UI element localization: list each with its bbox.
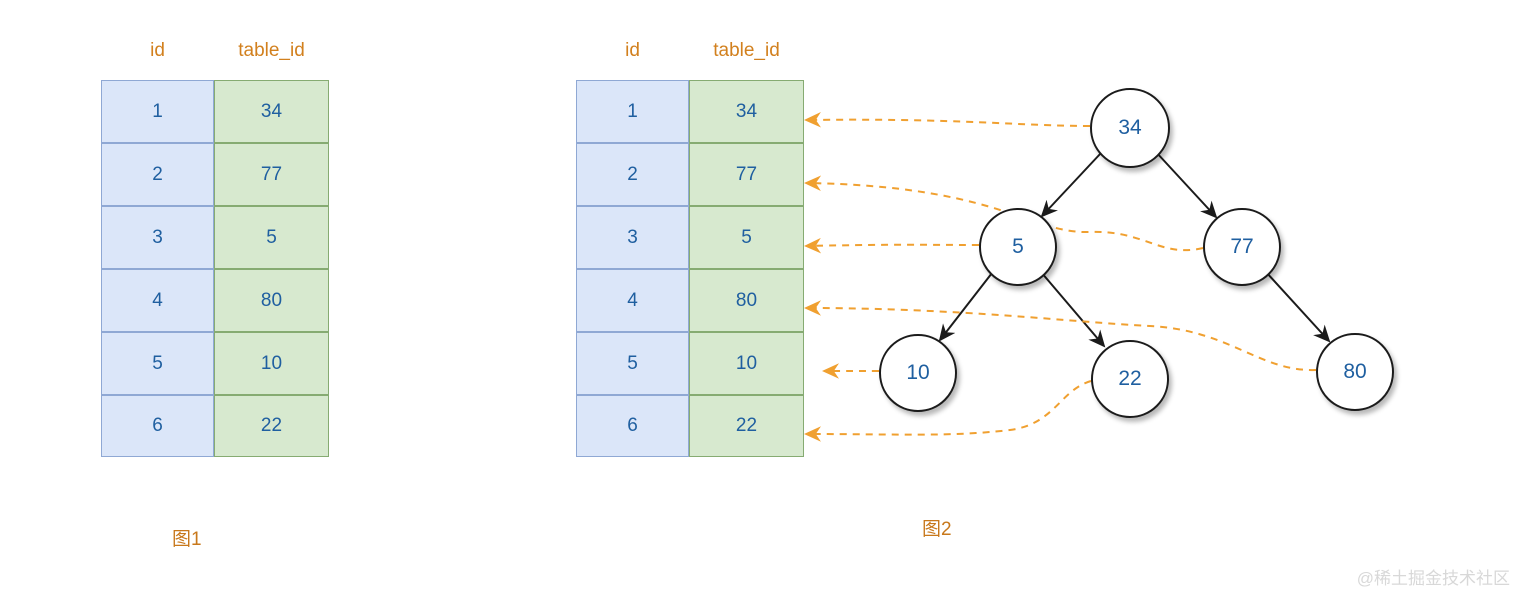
tree-node-77[interactable]: 77 — [1203, 208, 1281, 286]
tree-edge-77-80 — [1265, 271, 1331, 343]
table-row: 5 — [101, 332, 214, 395]
figure-label-2: 图2 — [922, 519, 952, 540]
tree-node-22[interactable]: 22 — [1091, 340, 1169, 418]
tree-node-80[interactable]: 80 — [1316, 333, 1394, 411]
table-row: 5 — [576, 332, 689, 395]
table-1-header-table-id: table_id — [238, 40, 305, 61]
tree-edge-5-22 — [1040, 271, 1106, 348]
table-row: 6 — [101, 395, 214, 457]
tree-node-34[interactable]: 34 — [1090, 88, 1170, 168]
table-row: 3 — [101, 206, 214, 269]
table-1: id table_id 1 34 2 77 3 5 4 80 5 10 6 22 — [101, 40, 329, 457]
table-row: 22 — [214, 395, 329, 457]
table-row: 2 — [576, 143, 689, 206]
table-row: 10 — [214, 332, 329, 395]
table-row: 34 — [689, 80, 804, 143]
table-row: 34 — [214, 80, 329, 143]
table-row: 2 — [101, 143, 214, 206]
table-row: 6 — [576, 395, 689, 457]
tree-node-10[interactable]: 10 — [879, 334, 957, 412]
table-row: 5 — [214, 206, 329, 269]
table-1-grid: 1 34 2 77 3 5 4 80 5 10 6 22 — [101, 80, 329, 457]
table-2-header-id: id — [625, 40, 640, 61]
table-row: 1 — [101, 80, 214, 143]
table-row: 5 — [689, 206, 804, 269]
table-row: 3 — [576, 206, 689, 269]
table-2-grid: 1 34 2 77 3 5 4 80 5 10 6 22 — [576, 80, 804, 457]
pointer-5-to-row-3 — [804, 237, 980, 254]
tree-edge-34-5 — [1040, 152, 1102, 218]
table-row: 22 — [689, 395, 804, 457]
figure-label-1: 图1 — [172, 529, 202, 550]
table-2-header-table-id: table_id — [713, 40, 780, 61]
table-row: 4 — [576, 269, 689, 332]
table-1-header-id: id — [150, 40, 165, 61]
table-row: 10 — [689, 332, 804, 395]
table-row: 80 — [689, 269, 804, 332]
tree-node-5[interactable]: 5 — [979, 208, 1057, 286]
table-row: 77 — [689, 143, 804, 206]
tree-edge-5-10 — [938, 272, 993, 342]
watermark: @稀土掘金技术社区 — [1356, 569, 1510, 588]
table-row: 77 — [214, 143, 329, 206]
tree-edge-34-77 — [1155, 151, 1218, 219]
table-row: 1 — [576, 80, 689, 143]
table-2: id table_id 1 34 2 77 3 5 4 80 5 10 6 22 — [576, 40, 804, 457]
table-row: 80 — [214, 269, 329, 332]
table-row: 4 — [101, 269, 214, 332]
pointer-34-to-row-1 — [804, 112, 1091, 128]
